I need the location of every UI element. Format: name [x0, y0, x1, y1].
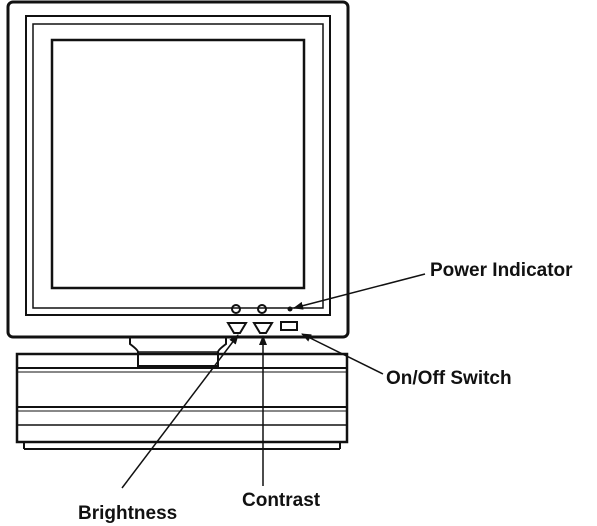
monitor-stand — [129, 337, 227, 367]
contrast-label: Contrast — [242, 490, 321, 511]
power-indicator-light — [287, 306, 293, 312]
power-indicator-pointer — [293, 273, 426, 310]
monitor-screen — [50, 38, 306, 290]
power-indicator-label: Power Indicator — [430, 260, 573, 281]
monitor-bezel — [6, 0, 350, 339]
system-base-unit — [15, 352, 349, 450]
brightness-pointer — [121, 334, 239, 489]
contrast-button — [252, 322, 274, 334]
brightness-knob-indicator — [231, 304, 241, 314]
power-switch — [280, 321, 298, 331]
on-off-switch-label: On/Off Switch — [386, 368, 512, 389]
brightness-button — [226, 322, 248, 334]
contrast-knob-indicator — [257, 304, 267, 314]
brightness-label: Brightness — [78, 503, 177, 524]
control-knobs — [231, 304, 293, 314]
on-off-switch-pointer — [301, 333, 384, 375]
control-buttons — [226, 321, 298, 334]
